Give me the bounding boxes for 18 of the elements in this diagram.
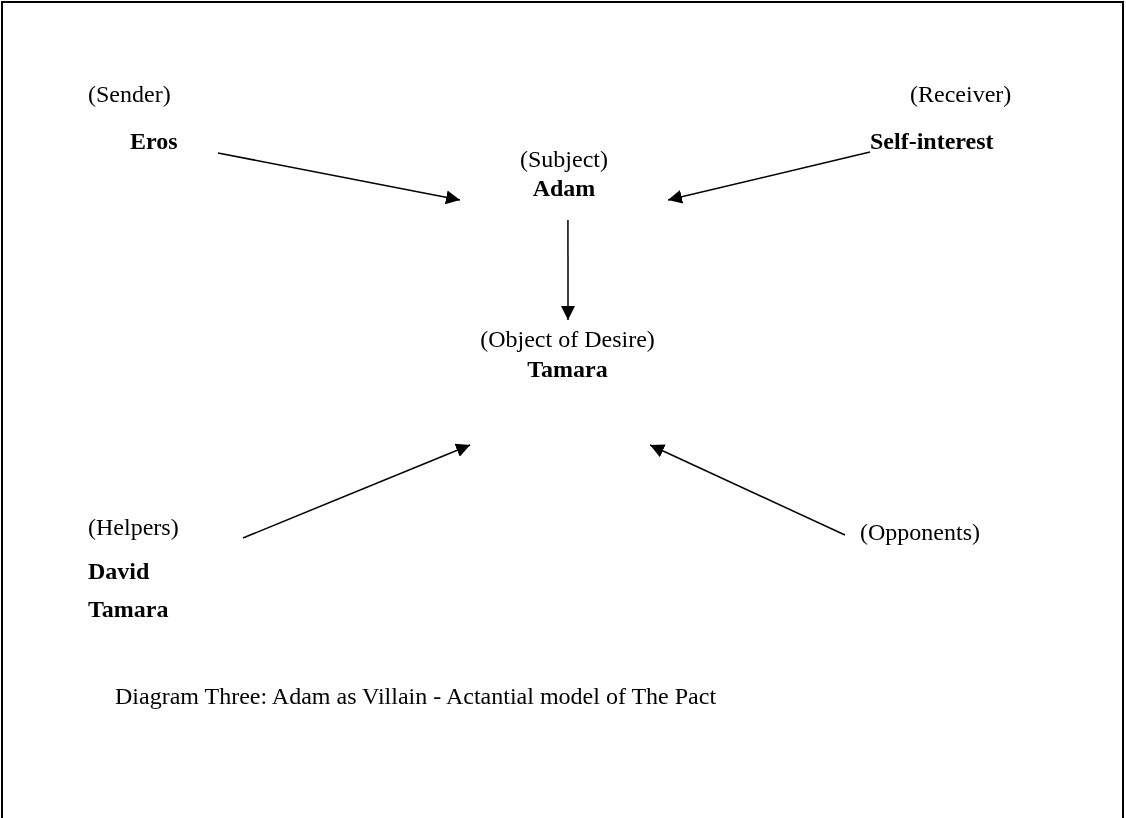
actant-role: (Opponents) [860, 518, 980, 546]
actant-role: (Object of Desire) [479, 325, 656, 353]
arrow [242, 443, 471, 539]
arrow [667, 151, 871, 204]
actant-role: (Helpers) [88, 513, 179, 541]
actant-name: David [88, 557, 150, 585]
actant-name: Adam [531, 174, 597, 202]
arrow [217, 152, 461, 205]
actant-role: (Sender) [88, 80, 171, 108]
actant-role: (Subject) [519, 145, 609, 173]
actant-name: Tamara [88, 595, 169, 623]
actant-role: (Receiver) [910, 80, 1012, 108]
actant-name: Tamara [526, 355, 609, 383]
actant-name: Eros [130, 127, 178, 155]
arrow [561, 219, 575, 321]
arrow [649, 444, 846, 536]
caption: Diagram Three: Adam as Villain - Actantial model of The Pact [115, 683, 717, 710]
actant-name: Self-interest [870, 127, 994, 155]
